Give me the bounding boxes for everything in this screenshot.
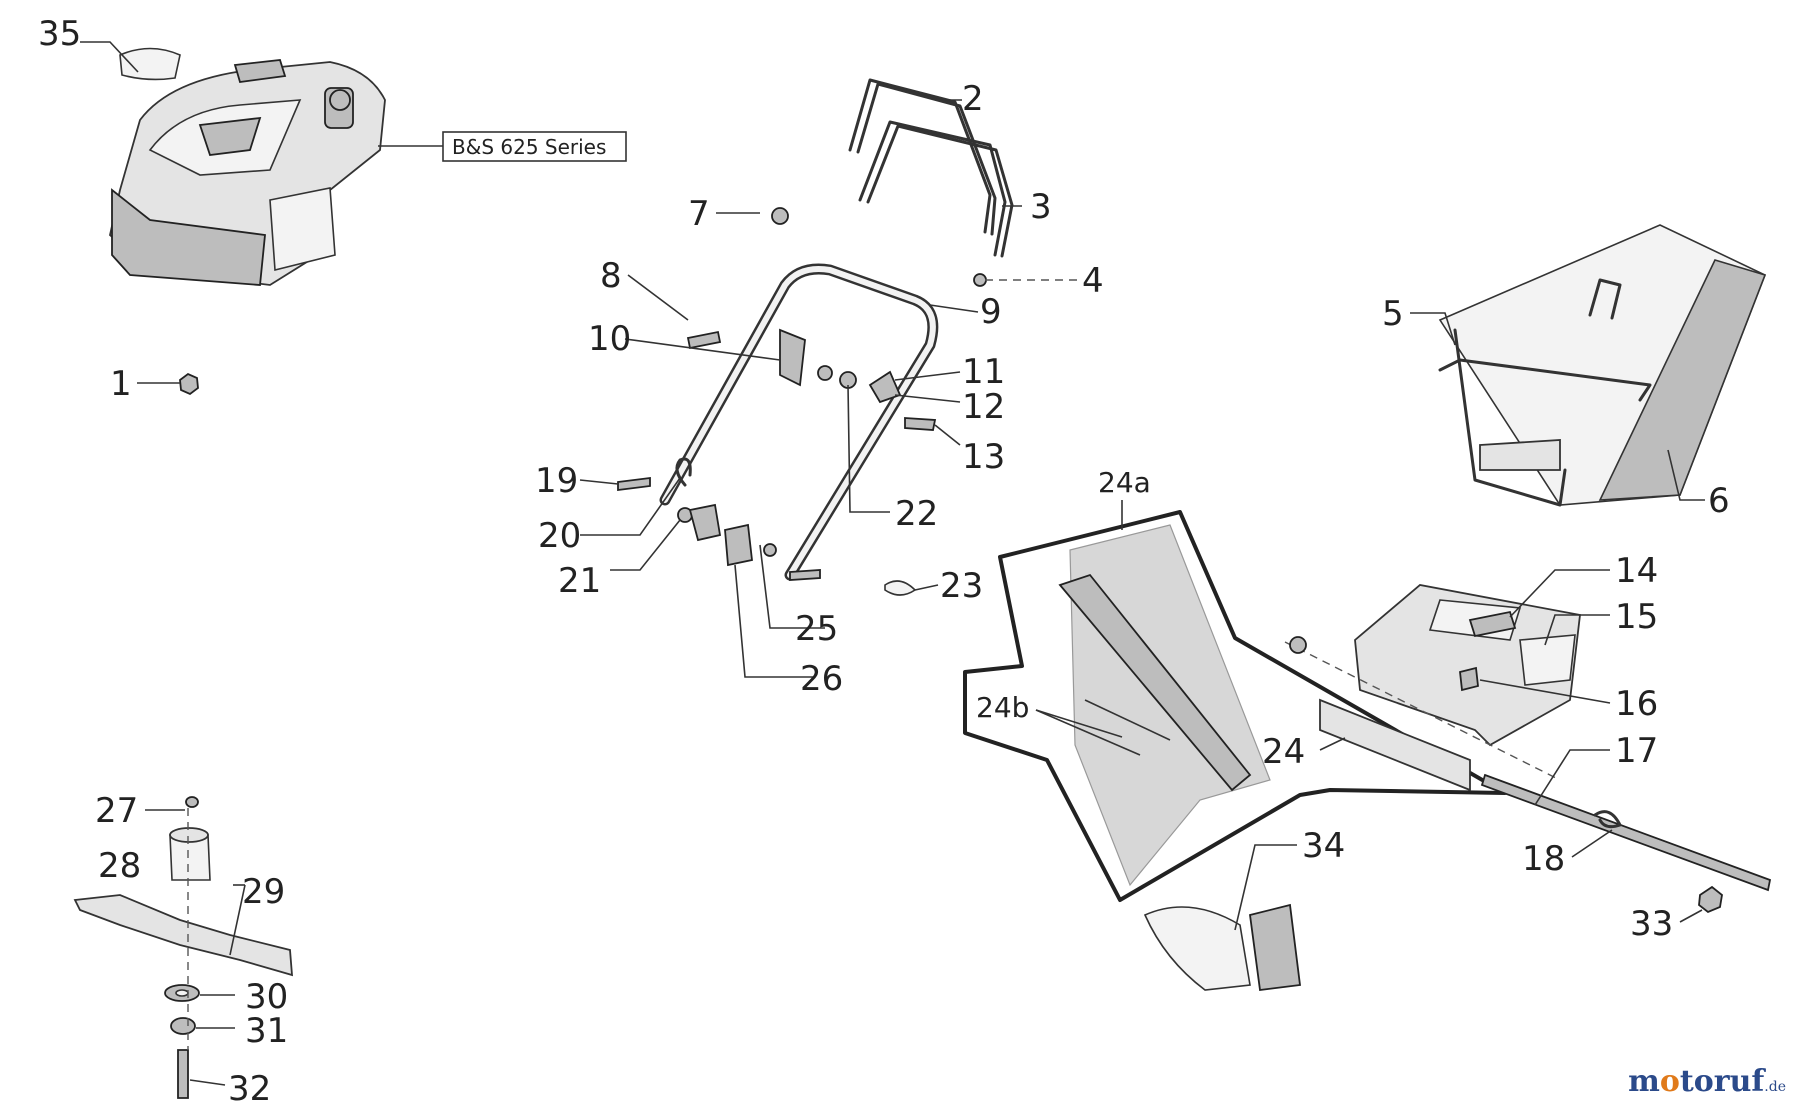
mulch-plug-part [1143, 906, 1251, 991]
engine-assembly [109, 47, 386, 286]
callout-24: 24 [1262, 732, 1305, 772]
bolt-part [686, 330, 722, 350]
callout-30: 30 [245, 977, 288, 1017]
blade-assembly [73, 796, 294, 1099]
callout-18: 18 [1522, 839, 1565, 879]
callout-34: 34 [1302, 826, 1345, 866]
callout-15: 15 [1615, 597, 1658, 637]
cable-clip-part [779, 328, 806, 387]
axle-nut-part [1698, 885, 1723, 914]
engine-label: B&S 625 Series [452, 135, 606, 159]
upper-handle [848, 78, 1014, 258]
callout-12: 12 [962, 387, 1005, 427]
grass-catcher [1438, 224, 1767, 507]
rear-flap-assembly [1354, 584, 1581, 747]
callout-20: 20 [538, 516, 581, 556]
callout-33: 33 [1630, 904, 1673, 944]
callout-6: 6 [1708, 481, 1730, 521]
watermark-logo: motoruf.de [1628, 1064, 1786, 1099]
callout-4: 4 [1082, 261, 1104, 301]
knob-part [771, 207, 789, 225]
callout-26: 26 [800, 659, 843, 699]
callout-16: 16 [1615, 684, 1658, 724]
callout-29: 29 [242, 872, 285, 912]
callout-11: 11 [962, 352, 1005, 392]
callout-1: 1 [110, 364, 132, 404]
callout-8: 8 [600, 256, 622, 296]
callout-13: 13 [962, 437, 1005, 477]
callout-31: 31 [245, 1011, 288, 1051]
callout-35: 35 [38, 14, 81, 54]
lower-handle [659, 263, 939, 581]
callout-27: 27 [95, 791, 138, 831]
callout-3: 3 [1030, 187, 1052, 227]
callout-24b: 24b [976, 691, 1029, 724]
callout-23: 23 [940, 566, 983, 606]
washer-part [973, 273, 987, 287]
callout-17: 17 [1615, 731, 1658, 771]
callout-2: 2 [962, 79, 984, 119]
callout-22: 22 [895, 494, 938, 534]
callout-24a: 24a [1098, 466, 1151, 499]
callout-5: 5 [1382, 294, 1404, 334]
callout-19: 19 [535, 461, 578, 501]
nut-part [179, 372, 199, 396]
callout-21: 21 [558, 561, 601, 601]
engine-label-box [442, 131, 627, 162]
callout-25: 25 [795, 609, 838, 649]
callout-28: 28 [98, 846, 141, 886]
callout-14: 14 [1615, 551, 1658, 591]
callout-7: 7 [688, 194, 710, 234]
callout-9: 9 [980, 292, 1002, 332]
callout-32: 32 [228, 1069, 271, 1109]
callout-10: 10 [588, 319, 631, 359]
